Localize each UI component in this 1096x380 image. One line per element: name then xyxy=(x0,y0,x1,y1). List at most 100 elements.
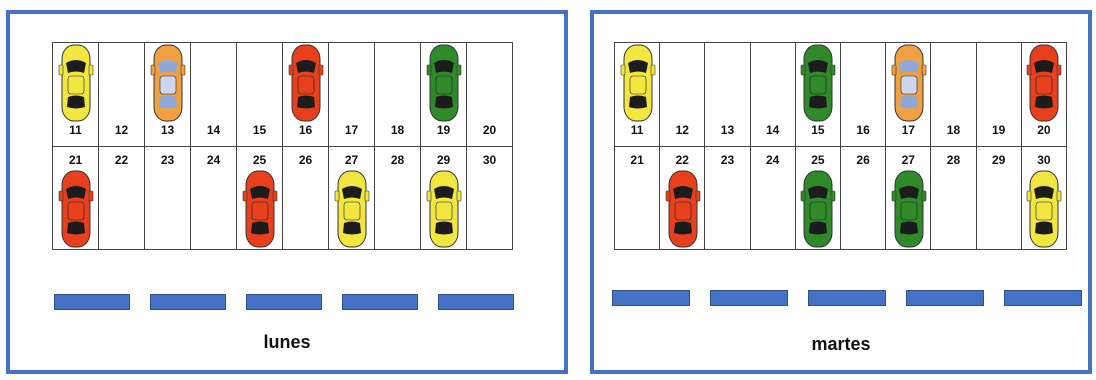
parking-spot-30: 30 xyxy=(466,146,513,250)
answer-blank[interactable] xyxy=(1004,290,1082,306)
spot-number: 17 xyxy=(886,123,930,137)
yellow-car-icon xyxy=(1024,169,1064,249)
parking-spot-22: 22 xyxy=(659,146,705,250)
spot-number: 18 xyxy=(375,123,420,137)
spot-number: 25 xyxy=(796,153,840,167)
parking-spot-25: 25 xyxy=(795,146,841,250)
spot-number: 27 xyxy=(886,153,930,167)
spot-number: 27 xyxy=(329,153,374,167)
red-car-icon xyxy=(1024,43,1064,123)
spot-number: 28 xyxy=(375,153,420,167)
parking-spot-18: 18 xyxy=(930,42,976,147)
spot-number: 19 xyxy=(977,123,1021,137)
yellow-car-icon xyxy=(56,43,96,123)
parking-spot-16: 16 xyxy=(282,42,329,147)
green-car-icon xyxy=(798,43,838,123)
parking-spot-14: 14 xyxy=(750,42,796,147)
parking-spot-12: 12 xyxy=(659,42,705,147)
red-car-icon xyxy=(286,43,326,123)
spot-number: 26 xyxy=(841,153,885,167)
spot-number: 20 xyxy=(1022,123,1066,137)
spot-number: 17 xyxy=(329,123,374,137)
parking-spot-18: 18 xyxy=(374,42,421,147)
day-label: lunes xyxy=(10,332,564,353)
spot-number: 15 xyxy=(796,123,840,137)
yellow-car-icon xyxy=(332,169,372,249)
spot-number: 22 xyxy=(99,153,144,167)
parking-spot-13: 13 xyxy=(704,42,750,147)
answer-blank[interactable] xyxy=(342,294,418,310)
parking-spot-19: 19 xyxy=(420,42,467,147)
spot-number: 21 xyxy=(53,153,98,167)
spot-number: 11 xyxy=(615,123,659,137)
parking-spot-22: 22 xyxy=(98,146,145,250)
spot-number: 20 xyxy=(467,123,512,137)
spot-number: 14 xyxy=(191,123,236,137)
answer-blank[interactable] xyxy=(438,294,514,310)
parking-spot-13: 13 xyxy=(144,42,191,147)
parking-spot-17: 17 xyxy=(328,42,375,147)
parking-spot-15: 15 xyxy=(236,42,283,147)
parking-spot-14: 14 xyxy=(190,42,237,147)
parking-spot-11: 11 xyxy=(52,42,99,147)
parking-spot-17: 17 xyxy=(885,42,931,147)
spot-number: 11 xyxy=(53,123,98,137)
answer-blank[interactable] xyxy=(612,290,690,306)
spot-number: 19 xyxy=(421,123,466,137)
spot-number: 26 xyxy=(283,153,328,167)
parking-spot-29: 29 xyxy=(420,146,467,250)
spot-number: 14 xyxy=(751,123,795,137)
parking-spot-29: 29 xyxy=(976,146,1022,250)
spot-number: 25 xyxy=(237,153,282,167)
spot-number: 23 xyxy=(705,153,749,167)
spot-number: 16 xyxy=(841,123,885,137)
parking-spot-28: 28 xyxy=(374,146,421,250)
spot-number: 12 xyxy=(660,123,704,137)
answer-blank[interactable] xyxy=(710,290,788,306)
answer-blank[interactable] xyxy=(150,294,226,310)
orange-convertible-car-icon xyxy=(889,43,929,123)
spot-number: 28 xyxy=(931,153,975,167)
parking-spot-26: 26 xyxy=(282,146,329,250)
parking-spot-23: 23 xyxy=(704,146,750,250)
yellow-car-icon xyxy=(618,43,658,123)
parking-spot-21: 21 xyxy=(52,146,99,250)
answer-blank[interactable] xyxy=(246,294,322,310)
spot-number: 13 xyxy=(145,123,190,137)
spot-number: 30 xyxy=(467,153,512,167)
spot-number: 15 xyxy=(237,123,282,137)
parking-spot-28: 28 xyxy=(930,146,976,250)
orange-convertible-car-icon xyxy=(148,43,188,123)
spot-number: 24 xyxy=(191,153,236,167)
answer-blank[interactable] xyxy=(54,294,130,310)
parking-spot-16: 16 xyxy=(840,42,886,147)
spot-number: 21 xyxy=(615,153,659,167)
parking-spot-21: 21 xyxy=(614,146,660,250)
spot-number: 13 xyxy=(705,123,749,137)
parking-spot-23: 23 xyxy=(144,146,191,250)
answer-blank[interactable] xyxy=(808,290,886,306)
spot-number: 29 xyxy=(977,153,1021,167)
red-car-icon xyxy=(56,169,96,249)
parking-spot-26: 26 xyxy=(840,146,886,250)
spot-number: 18 xyxy=(931,123,975,137)
parking-spot-12: 12 xyxy=(98,42,145,147)
green-car-icon xyxy=(424,43,464,123)
red-car-icon xyxy=(663,169,703,249)
day-label: martes xyxy=(594,334,1088,355)
parking-spot-30: 30 xyxy=(1021,146,1067,250)
spot-number: 23 xyxy=(145,153,190,167)
answer-blank[interactable] xyxy=(906,290,984,306)
green-car-icon xyxy=(798,169,838,249)
parking-spot-24: 24 xyxy=(190,146,237,250)
parking-spot-11: 11 xyxy=(614,42,660,147)
parking-spot-20: 20 xyxy=(1021,42,1067,147)
spot-number: 29 xyxy=(421,153,466,167)
spot-number: 24 xyxy=(751,153,795,167)
parking-spot-27: 27 xyxy=(328,146,375,250)
spot-number: 22 xyxy=(660,153,704,167)
parking-spot-20: 20 xyxy=(466,42,513,147)
